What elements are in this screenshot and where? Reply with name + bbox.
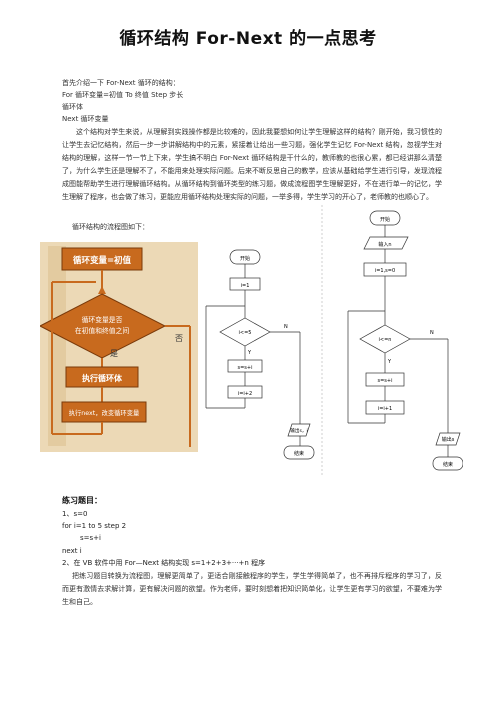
flow2-n: N	[284, 324, 288, 330]
flow2-start: 开始	[240, 255, 250, 262]
flow1-no: 否	[175, 334, 183, 343]
flow1-box-next: 执行next，改变循环变量	[69, 408, 140, 417]
flow3-init: i=1,s=0	[375, 268, 395, 274]
paragraph-1: 这个结构对学生来说，从理解到实践操作都是比较难的，因此我要想如何让学生理解这样的…	[62, 128, 442, 201]
flow3-start: 开始	[380, 216, 390, 223]
flow3-step: i=i+1	[378, 406, 392, 412]
intro-line-1: 首先介绍一下 For-Next 循环的结构：	[62, 79, 180, 87]
flow2-init: i=1	[241, 283, 250, 289]
flow1-diamond-line2: 在初值和终值之间	[75, 326, 130, 335]
exercise-title: 练习题目：	[62, 496, 102, 505]
flow2-step: i=i+2	[238, 391, 252, 397]
flow3-end: 结束	[443, 461, 453, 468]
flow3-input: 输入n	[378, 241, 391, 248]
flow-caption: 循环结构的流程图如下：	[72, 223, 149, 231]
code-line-4: next i	[62, 547, 82, 555]
flow1-box-init: 循环变量=初值	[73, 255, 132, 266]
intro-line-3: 循环体	[62, 103, 83, 111]
flow3-y: Y	[387, 359, 392, 365]
flow2-body: s=s+i	[238, 365, 253, 371]
page-title: 循环结构 For-Next 的一点思考	[119, 29, 377, 49]
flow3-n: N	[430, 330, 434, 336]
flow3-body: s=s+i	[378, 378, 393, 384]
flow2-y: Y	[247, 350, 252, 356]
flow1-yes: 是	[110, 349, 118, 358]
exercise-2: 2、在 VB 软件中用 For—Next 结构实现 s=1+2+3+···+n …	[62, 559, 266, 567]
flowchart-example-1: 开始 i=1 i<=5 N Y s=s+i i=i+2 输出s，i 结束	[205, 249, 315, 460]
flow2-end: 结束	[294, 450, 304, 457]
flowchart-general: 循环变量=初值 循环变量是否 在初值和终值之间 否 是 执行循环体 执行next…	[40, 242, 198, 452]
flowchart-example-2: 开始 输入n i=1,s=0 i<=n N Y s=s+i i=i+1 输出s …	[321, 205, 463, 475]
intro-line-2: For 循环变量=初值 To 终值 Step 步长	[62, 91, 184, 99]
code-line-2: for i=1 to 5 step 2	[62, 522, 127, 530]
intro-line-4: Next 循环变量	[62, 115, 109, 123]
code-line-1: 1、s=0	[62, 510, 88, 518]
flow3-output: 输出s	[442, 436, 455, 443]
flow2-cond: i<=5	[239, 330, 252, 336]
paragraph-2: 把练习题目转换为流程图，理解更简单了，更适合刚接触程序的学生，学生学得简单了，也…	[62, 572, 442, 606]
flow1-diamond-line1: 循环变量是否	[82, 315, 123, 324]
flow1-box-body: 执行循环体	[82, 373, 123, 383]
code-line-3: s=s+i	[80, 534, 101, 542]
flow3-cond: i<=n	[379, 337, 392, 343]
flow2-output: 输出s，i	[290, 427, 307, 434]
